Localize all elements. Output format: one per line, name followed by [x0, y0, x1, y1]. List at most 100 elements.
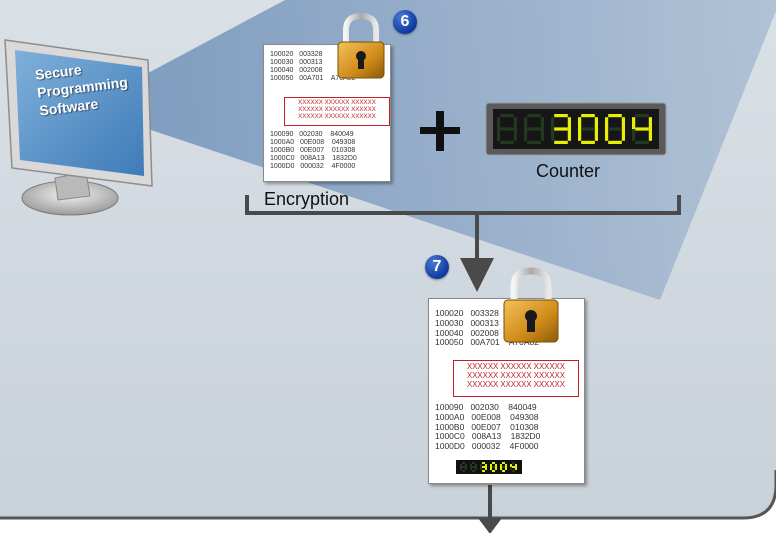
hex-line: 100030 000313 [435, 317, 499, 328]
digit-segment [460, 464, 462, 467]
digit-segment [632, 129, 636, 141]
digit-segment [510, 464, 512, 467]
redacted-line: XXXXXX XXXXXX XXXXXX [467, 362, 565, 371]
digit-segment [513, 117, 517, 129]
digit-segment [605, 117, 609, 129]
digit-segment [515, 464, 517, 467]
digit-segment [594, 117, 598, 129]
hex-line: 100090 002030 840049 [435, 402, 537, 412]
digit-segment [512, 462, 515, 464]
encryption-label: Encryption [264, 189, 350, 209]
hex-line: 100040 002008 [435, 327, 499, 338]
hex-line: 100050 00A701 A70A82 [270, 75, 356, 83]
digit-segment [492, 462, 495, 464]
digit-segment [472, 466, 475, 468]
hex-line: 1000B0 00E007 010308 [270, 147, 356, 155]
digit-segment [608, 127, 622, 131]
doc-top-block-b: 100090 002030 840049 1000A0 00E008 04930… [270, 131, 357, 171]
redacted-line: XXXXXX XXXXXX XXXXXX [298, 99, 376, 106]
digit-segment [502, 470, 505, 472]
hex-line: 1000D0 000032 4F0000 [270, 163, 356, 171]
step-6-badge: 6 [393, 10, 417, 34]
digit-segment [500, 114, 514, 118]
digit-segment [465, 464, 467, 467]
digit-segment [500, 464, 502, 467]
digit-segment [470, 464, 472, 467]
digit-segment [621, 117, 625, 129]
digit-segment [608, 140, 622, 144]
digit-segment [554, 140, 568, 144]
digit-segment [567, 117, 571, 129]
digit-segment [578, 117, 582, 129]
digit-segment [581, 114, 595, 118]
digit-segment [524, 117, 528, 129]
digit-segment [490, 464, 492, 467]
digit-segment [510, 467, 512, 470]
digit-segment [495, 467, 497, 470]
digit-segment [462, 462, 465, 464]
hex-line: 1000A0 00E008 049308 [270, 139, 356, 147]
digit-segment [482, 462, 485, 464]
digit-segment [515, 467, 517, 470]
hex-line: 1000C0 008A13 1832D0 [270, 155, 357, 163]
digit-segment [485, 467, 487, 470]
digit-segment [492, 466, 495, 468]
digit-segment [465, 467, 467, 470]
digit-segment [621, 129, 625, 141]
encrypted-document-top: 100020 003328 100030 000313 100040 00200… [263, 44, 391, 182]
digit-segment [578, 129, 582, 141]
monitor [4, 39, 153, 216]
digit-segment [554, 114, 568, 118]
digit-segment [502, 462, 505, 464]
hex-line: 100020 003328 [270, 51, 323, 58]
arrow-head-1 [460, 258, 494, 292]
digit-segment [500, 140, 514, 144]
document-counter-display [456, 460, 522, 474]
digit-segment [475, 464, 477, 467]
arrow-head-2 [478, 518, 502, 533]
redacted-line: XXXXXX XXXXXX XXXXXX [298, 113, 376, 121]
padlock-icon [503, 267, 559, 343]
digit-segment [470, 467, 472, 470]
digit-segment [490, 467, 492, 470]
doc-top-redacted-block: XXXXXX XXXXXX XXXXXX XXXXXX XXXXXX XXXXX… [284, 97, 390, 126]
digit-segment [551, 129, 555, 141]
digit-segment [527, 127, 541, 131]
digit-segment [648, 129, 652, 141]
hex-line: 1000B0 00E007 010308 [435, 421, 539, 432]
digit-segment [482, 466, 485, 468]
counter-label: Counter [536, 161, 601, 181]
digit-segment [635, 114, 649, 118]
digit-segment [635, 140, 649, 144]
digit-segment [480, 464, 482, 467]
monitor-screen [15, 50, 144, 176]
hex-line: 1000A0 00E008 049308 [435, 411, 539, 422]
digit-segment [500, 467, 502, 470]
hex-line: 100040 002008 [270, 67, 323, 75]
digit-segment [513, 129, 517, 141]
hex-line: 100020 003328 [435, 308, 499, 318]
digit-segment [527, 140, 541, 144]
step-7-badge: 7 [425, 255, 449, 279]
digit-segment [581, 127, 595, 131]
hex-line: 1000C0 008A13 1832D0 [435, 431, 541, 442]
digit-segment [482, 470, 485, 472]
digit-segment [524, 129, 528, 141]
plus-sign-v [436, 111, 444, 151]
digit-segment [527, 114, 541, 118]
digit-segment [648, 117, 652, 129]
doc-bottom-block-b: 100090 002030 840049 1000A0 00E008 04930… [435, 402, 541, 452]
doc-top-block-a: 100020 003328 100030 000313 100040 00200… [270, 51, 356, 83]
digit-segment [462, 470, 465, 472]
digit-segment [475, 467, 477, 470]
digit-segment [540, 117, 544, 129]
digit-segment [605, 129, 609, 141]
counter-digits [497, 114, 652, 144]
digit-segment [551, 117, 555, 129]
digit-segment [472, 462, 475, 464]
digit-segment [635, 127, 649, 131]
digit-segment [632, 117, 636, 129]
digit-segment [472, 470, 475, 472]
redacted-line: XXXXXX XXXXXX XXXXXX [467, 379, 565, 389]
